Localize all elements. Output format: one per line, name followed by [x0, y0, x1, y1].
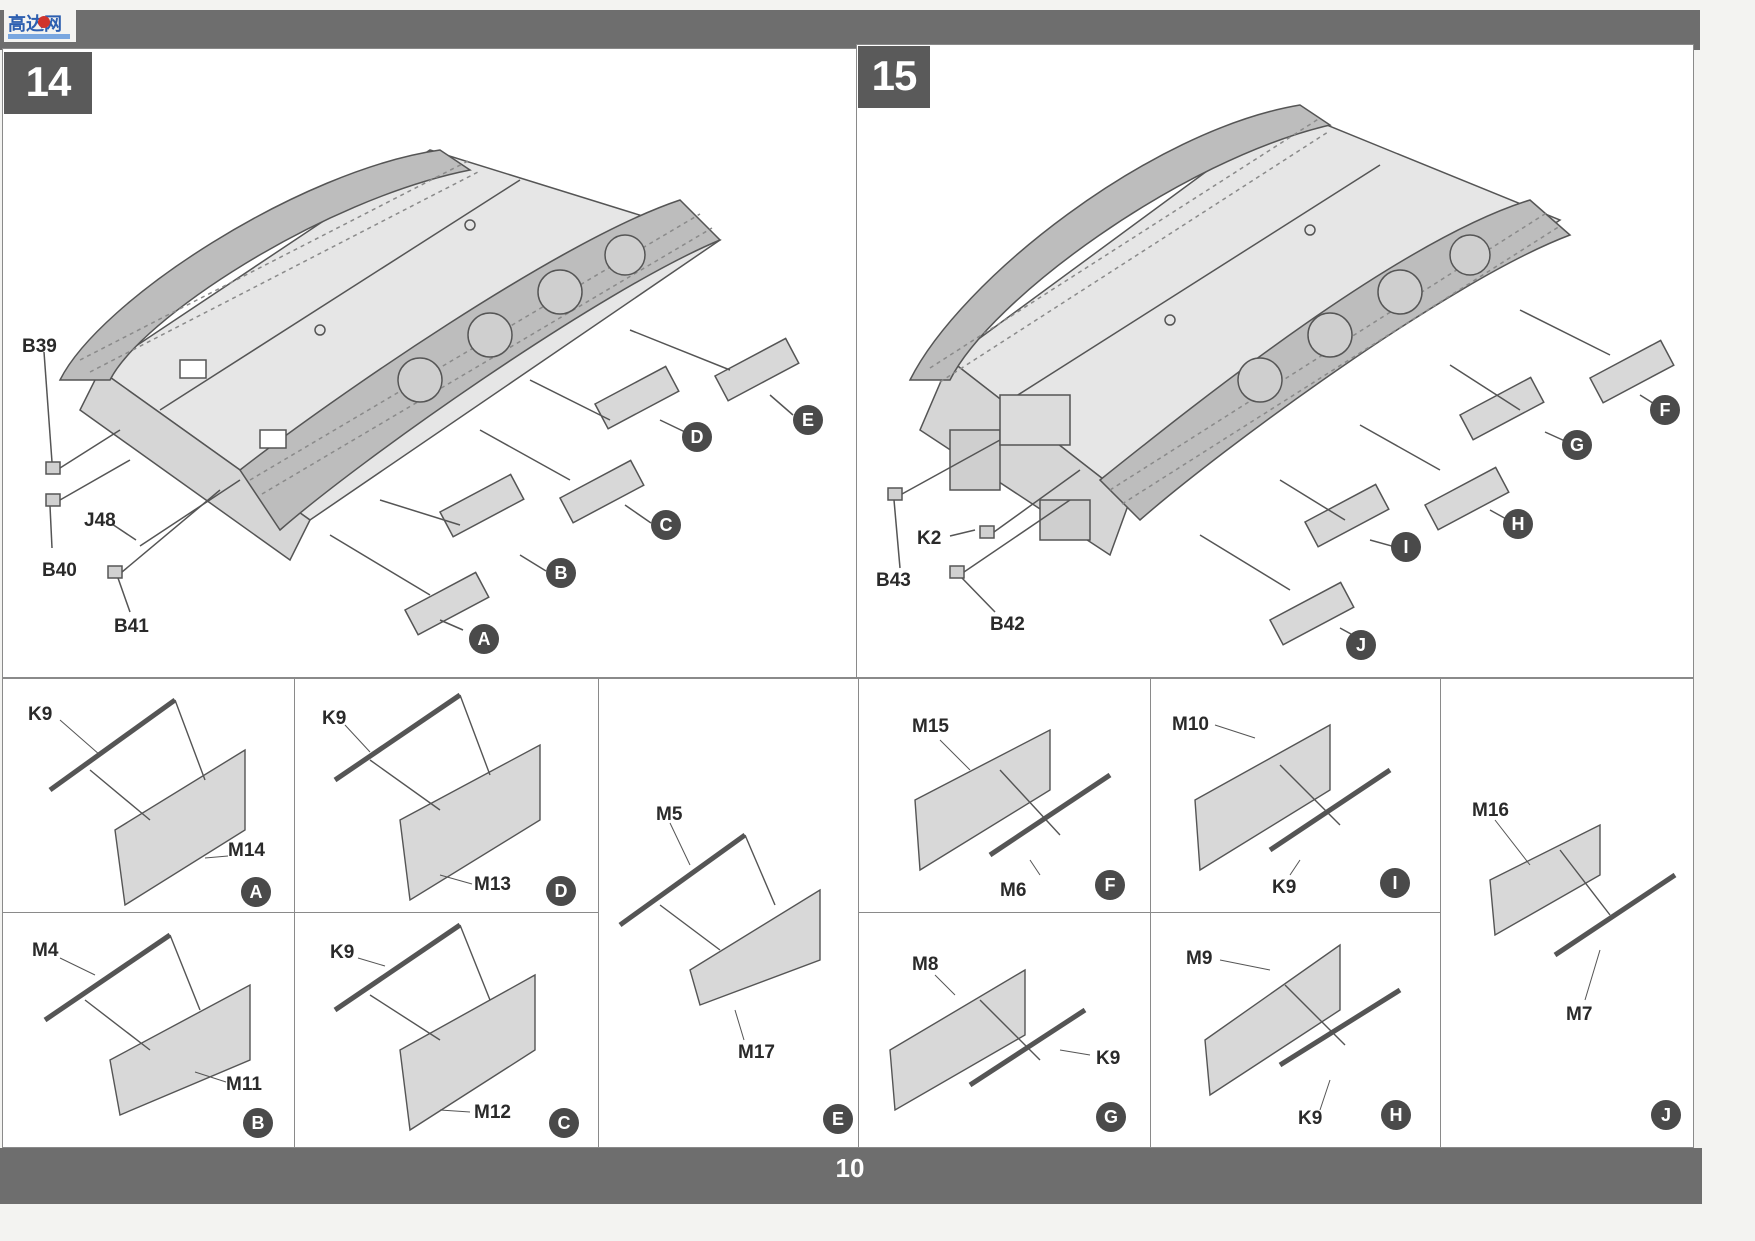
- subassembly-drawings: [43, 692, 1677, 1132]
- callout-f-step15: F: [1650, 395, 1680, 425]
- subassembly-h-label-k9: K9: [1298, 1108, 1323, 1129]
- subassembly-f-label-m6: M6: [1000, 880, 1027, 901]
- grid-divider: [294, 678, 295, 1148]
- callout-d-step14: D: [682, 422, 712, 452]
- part-label-b41: B41: [114, 616, 149, 637]
- callout-j-step15: J: [1346, 630, 1376, 660]
- part-label-b42: B42: [990, 614, 1025, 635]
- callout-c-step14: C: [651, 510, 681, 540]
- subassembly-j-badge: J: [1651, 1100, 1681, 1130]
- subassembly-g-label-m8: M8: [912, 954, 939, 975]
- subassembly-g-label-k9: K9: [1096, 1048, 1121, 1069]
- grid-divider: [598, 678, 599, 1148]
- step-14-hull-illustration: [43, 149, 800, 636]
- subassembly-j-label-m7: M7: [1566, 1004, 1593, 1025]
- subassembly-b-badge: B: [243, 1108, 273, 1138]
- step-15-hull-illustration: [887, 104, 1675, 646]
- callout-e-step14: E: [793, 405, 823, 435]
- callout-h-step15: H: [1503, 509, 1533, 539]
- grid-divider: [858, 678, 859, 1148]
- bottom-band: [0, 1148, 1702, 1204]
- part-label-j48: J48: [84, 510, 116, 531]
- subassembly-e-label-m5: M5: [656, 804, 683, 825]
- grid-divider: [1150, 678, 1151, 1148]
- grid-divider: [858, 912, 1440, 913]
- subassembly-b-label-m11: M11: [226, 1074, 262, 1095]
- subassembly-i-badge: I: [1380, 868, 1410, 898]
- subassembly-g-badge: G: [1096, 1102, 1126, 1132]
- subassembly-d-label-k9: K9: [322, 708, 347, 729]
- subassembly-a-label-m14: M14: [228, 840, 265, 861]
- subassembly-d-label-m13: M13: [474, 874, 511, 895]
- subassembly-e-badge: E: [823, 1104, 853, 1134]
- subassembly-d-badge: D: [546, 876, 576, 906]
- subassembly-e-label-m17: M17: [738, 1042, 775, 1063]
- callout-i-step15: I: [1391, 532, 1421, 562]
- subassembly-f-badge: F: [1095, 870, 1125, 900]
- subassembly-c-label-m12: M12: [474, 1102, 511, 1123]
- subassembly-a-label-k9: K9: [28, 704, 53, 725]
- subassembly-c-label-k9: K9: [330, 942, 355, 963]
- callout-a-step14: A: [469, 624, 499, 654]
- part-label-b40: B40: [42, 560, 77, 581]
- top-band: [0, 10, 1700, 50]
- grid-divider: [1440, 678, 1441, 1148]
- subassembly-i-label-k9: K9: [1272, 877, 1297, 898]
- subassembly-i-label-m10: M10: [1172, 714, 1209, 735]
- subassembly-c-badge: C: [549, 1108, 579, 1138]
- step-15-number: 15: [858, 46, 930, 108]
- page-number: 10: [835, 1153, 865, 1183]
- site-logo: 高达网: [4, 8, 76, 42]
- part-label-k2: K2: [917, 528, 942, 549]
- logo-graphic: 高达网: [4, 8, 76, 42]
- part-label-b43: B43: [876, 570, 911, 591]
- callout-g-step15: G: [1562, 430, 1592, 460]
- callout-b-step14: B: [546, 558, 576, 588]
- subassembly-j-label-m16: M16: [1472, 800, 1509, 821]
- subassembly-h-badge: H: [1381, 1100, 1411, 1130]
- step-14-number: 14: [4, 52, 92, 114]
- part-label-b39: B39: [22, 336, 57, 357]
- subassembly-h-label-m9: M9: [1186, 948, 1213, 969]
- subassembly-f-label-m15: M15: [912, 716, 949, 737]
- subassembly-a-badge: A: [241, 877, 271, 907]
- subassembly-grid: [2, 678, 1694, 1148]
- grid-divider: [2, 912, 598, 913]
- subassembly-b-label-m4: M4: [32, 940, 59, 961]
